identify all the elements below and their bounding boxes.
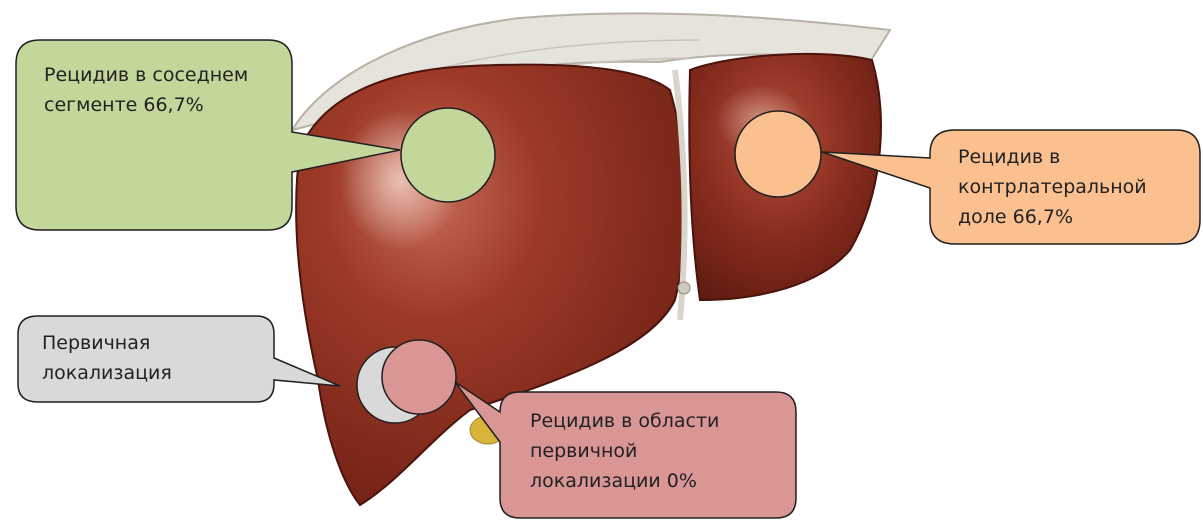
callout-contralateral-lobe-line-1: Рецидив в	[958, 142, 1147, 172]
callout-primary-area-recurrence-line-2: первичной	[530, 436, 719, 466]
callout-primary-location-line-2: локализация	[42, 358, 172, 388]
marker-primary-area-recurrence	[382, 340, 456, 414]
callout-contralateral-lobe-line-3: доле 66,7%	[958, 202, 1147, 232]
callout-contralateral-lobe-text: Рецидив в контрлатеральной доле 66,7%	[958, 142, 1147, 232]
callout-primary-area-recurrence-line-1: Рецидив в области	[530, 406, 719, 436]
callout-contralateral-lobe-line-2: контрлатеральной	[958, 172, 1147, 202]
callout-adjacent-segment-text: Рецидив в соседнем сегменте 66,7%	[44, 60, 248, 120]
callout-primary-location-line-1: Первичная	[42, 328, 172, 358]
callout-primary-area-recurrence-line-3: локализации 0%	[530, 466, 719, 496]
callout-primary-location-text: Первичная локализация	[42, 328, 172, 388]
marker-adjacent-segment	[401, 108, 495, 202]
callout-adjacent-segment-line-2: сегменте 66,7%	[44, 90, 248, 120]
callout-adjacent-segment-line-1: Рецидив в соседнем	[44, 60, 248, 90]
callout-primary-area-recurrence-text: Рецидив в области первичной локализации …	[530, 406, 719, 496]
marker-contralateral-lobe	[735, 111, 821, 197]
